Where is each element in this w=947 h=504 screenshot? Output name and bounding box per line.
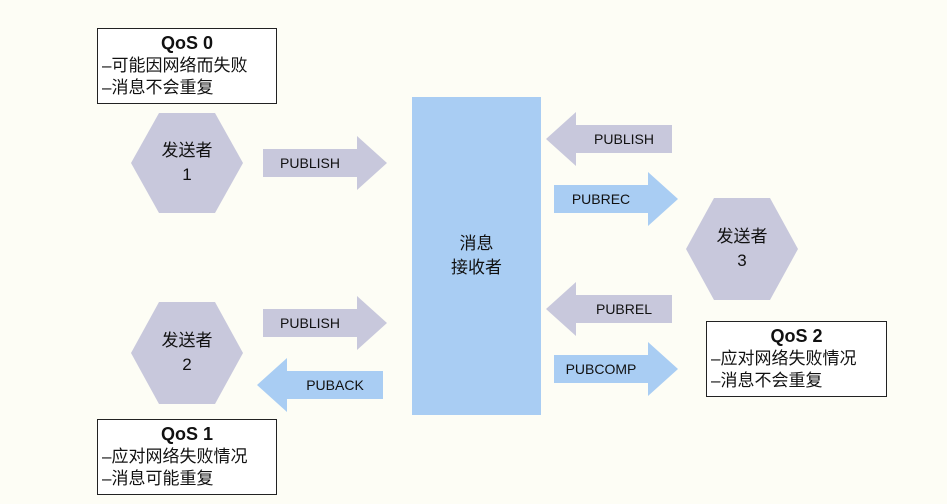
sender1-label: 发送者 xyxy=(161,141,213,160)
sender1-number: 1 xyxy=(182,165,192,184)
qos1-line-1: –应对网络失败情况 xyxy=(102,447,248,466)
sender3-publish-label: PUBLISH xyxy=(594,131,654,147)
sender2-puback-arrow: PUBACK xyxy=(257,358,383,412)
qos1-title: QoS 1 xyxy=(160,424,213,444)
sender1-publish-label: PUBLISH xyxy=(280,155,340,171)
sender2-publish-arrow: PUBLISH xyxy=(263,296,387,350)
receiver-label-2: 接收者 xyxy=(451,258,502,277)
sender3-number: 3 xyxy=(737,251,747,270)
qos0-box: QoS 0 –可能因网络而失败 –消息不会重复 xyxy=(97,28,277,104)
sender3-pubrel-label: PUBREL xyxy=(595,301,653,317)
qos2-line-2: –消息不会重复 xyxy=(711,371,823,390)
sender2-publish-label: PUBLISH xyxy=(280,315,340,331)
qos1-line-2: –消息可能重复 xyxy=(102,469,214,488)
sender2-puback-label: PUBACK xyxy=(306,377,364,393)
qos2-box: QoS 2 –应对网络失败情况 –消息不会重复 xyxy=(706,321,887,397)
qos1-box: QoS 1 –应对网络失败情况 –消息可能重复 xyxy=(97,419,277,495)
sender3-pubrec-arrow: PUBREC xyxy=(554,172,678,226)
sender1-hexagon: 发送者 1 xyxy=(131,113,243,213)
qos0-line-2: –消息不会重复 xyxy=(102,78,214,97)
receiver-label-1: 消息 xyxy=(459,234,494,253)
qos0-line-1: –可能因网络而失败 xyxy=(102,56,248,75)
qos0-title: QoS 0 xyxy=(160,33,213,53)
sender1-hexagon-shape xyxy=(131,113,243,213)
sender2-number: 2 xyxy=(182,355,192,374)
sender2-label: 发送者 xyxy=(161,331,213,350)
sender3-pubcomp-label: PUBCOMP xyxy=(565,361,637,377)
sender2-hexagon-shape xyxy=(131,302,243,404)
sender3-hexagon-shape xyxy=(686,198,798,300)
message-receiver: 消息 接收者 xyxy=(412,97,541,415)
sender3-pubrel-arrow: PUBREL xyxy=(546,282,672,336)
sender1-publish-arrow: PUBLISH xyxy=(263,136,387,190)
sender3-hexagon: 发送者 3 xyxy=(686,198,798,300)
sender2-hexagon: 发送者 2 xyxy=(131,302,243,404)
sender3-label: 发送者 xyxy=(716,227,768,246)
sender3-publish-arrow: PUBLISH xyxy=(546,112,672,166)
sender3-pubrec-label: PUBREC xyxy=(571,191,631,207)
sender3-pubcomp-arrow: PUBCOMP xyxy=(554,342,678,396)
qos2-line-1: –应对网络失败情况 xyxy=(711,349,857,368)
qos2-title: QoS 2 xyxy=(770,326,823,346)
